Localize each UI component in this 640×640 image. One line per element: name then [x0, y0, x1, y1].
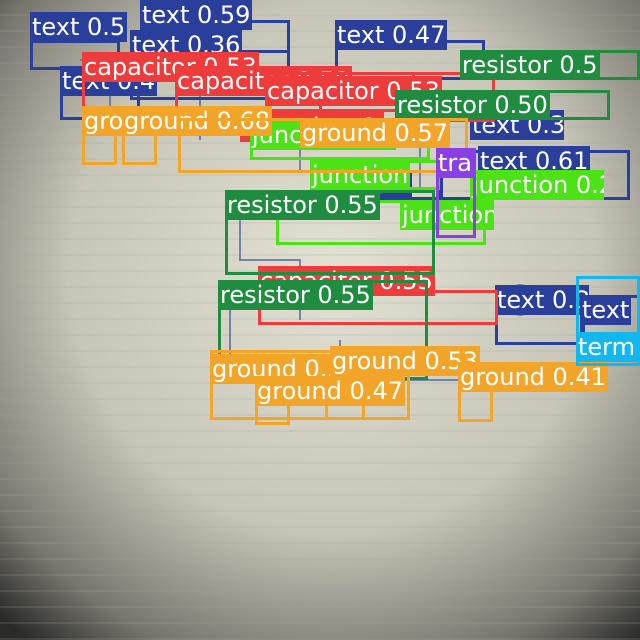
- junction-detection-label: junction 0.25: [470, 170, 604, 200]
- ground-detection-label: ground 0.47: [255, 376, 405, 406]
- junction-detection-label: junction: [310, 160, 411, 190]
- ground-detection-label: ground 0.53: [330, 346, 480, 376]
- terminal-detection-box: [576, 276, 640, 366]
- text-detection-label: text 0.59: [140, 0, 253, 30]
- resistor-detection-label: resistor 0.5: [460, 50, 600, 80]
- resistor-detection-label: resistor 0.50: [395, 90, 550, 120]
- text-detection-label: text: [580, 295, 632, 325]
- text-detection-label: text 0.5: [30, 12, 128, 42]
- resistor-detection-label: resistor 0.55: [225, 190, 380, 220]
- ground-detection-label: ground 0.41: [458, 362, 608, 392]
- ground-detection-label: ground 0.57: [300, 118, 450, 148]
- transistor-detection-label: tra: [436, 148, 474, 178]
- ground-detection-box: [210, 350, 410, 420]
- ground-detection-label: ground 0.68: [122, 106, 272, 136]
- text-detection-label: text 0.47: [335, 20, 448, 50]
- text-detection-label: text 0.3: [495, 285, 589, 315]
- junction-detection-label: junction 0.30: [400, 200, 494, 230]
- resistor-detection-label: resistor 0.55: [218, 280, 373, 310]
- terminal-detection-label: term: [576, 332, 637, 362]
